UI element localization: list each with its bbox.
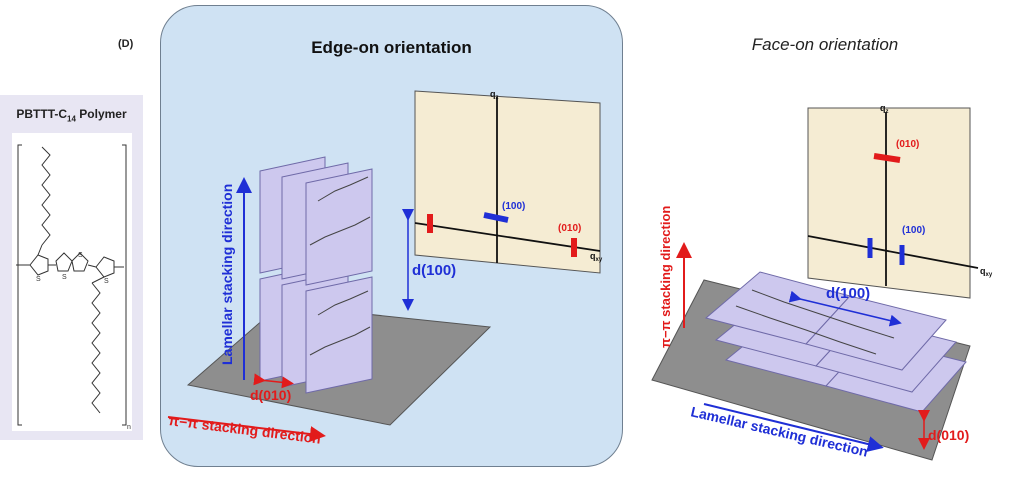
- edge-on-title: Edge-on orientation: [311, 38, 472, 57]
- pi-direction-label: π−π stacking direction: [168, 412, 322, 447]
- d100-label: d(100): [826, 285, 870, 302]
- repeat-unit-n: n: [127, 424, 131, 431]
- d010-label: d(010): [928, 427, 969, 443]
- qz-label: qz: [880, 103, 889, 115]
- d010-arrow: [253, 373, 294, 389]
- qxy-label: qxy: [590, 251, 603, 263]
- pi-direction-label: π−π stacking direction: [658, 206, 673, 348]
- sulfur-label: S: [36, 276, 41, 283]
- qxy-axis: [414, 222, 601, 252]
- peak-010-label: (010): [896, 139, 919, 150]
- edge-detector-screen: [414, 90, 601, 274]
- upper-sheet-stack: [259, 156, 373, 286]
- d100-label: d(100): [412, 262, 456, 279]
- peak-100-mark: [483, 212, 509, 223]
- sulfur-label: S: [104, 278, 109, 285]
- lower-sheet-stack: [259, 264, 373, 394]
- panel-label: (D): [118, 38, 134, 50]
- polymer-chemical-structure: S S S S n: [16, 144, 131, 431]
- peak-100-label: (100): [902, 225, 925, 236]
- edge-on-diagram: Lamellar stacking direction d(100) d(010…: [167, 89, 603, 447]
- lamellar-arrow: [703, 403, 884, 452]
- qxy-axis: [807, 235, 979, 269]
- qxy-label: qxy: [980, 266, 993, 278]
- peak-100-label: (100): [502, 201, 525, 212]
- qz-label: qz: [490, 89, 499, 101]
- sulfur-label: S: [78, 252, 83, 259]
- face-on-diagram: qz qxy (010) (100) π−π stacking directio…: [651, 103, 993, 461]
- d100-arrow: [788, 290, 902, 327]
- pi-stacking-arrow: [167, 416, 326, 442]
- sulfur-label: S: [62, 274, 67, 281]
- polymer-title: PBTTT-C14 Polymer: [16, 107, 127, 124]
- peak-010-label: (010): [558, 223, 581, 234]
- face-detector-screen: [807, 107, 971, 299]
- d010-label: d(010): [250, 387, 291, 403]
- face-on-title: Face-on orientation: [751, 35, 899, 54]
- lamellar-direction-label: Lamellar stacking direction: [219, 184, 235, 365]
- polymer-drawing-area: [12, 133, 132, 431]
- peak-010-mark: [873, 153, 901, 163]
